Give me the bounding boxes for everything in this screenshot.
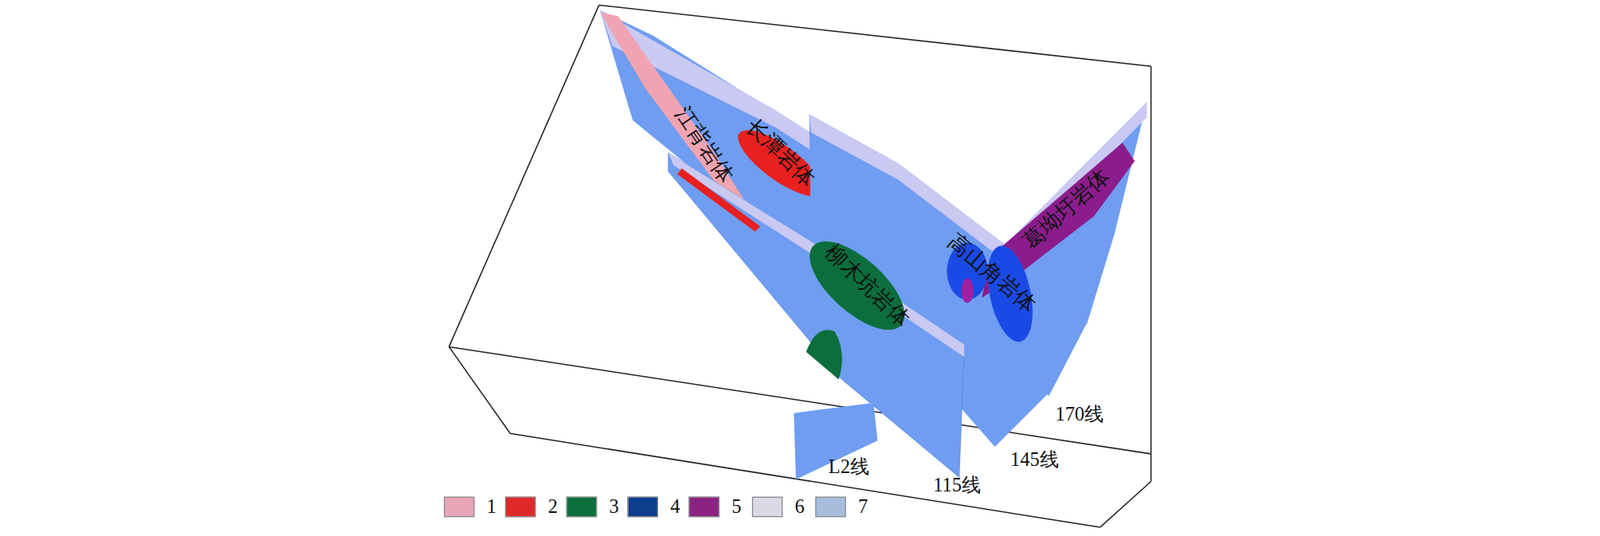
frame-edge bbox=[1099, 481, 1151, 528]
legend-swatch bbox=[752, 497, 783, 518]
gaoaoxu-body bbox=[960, 278, 973, 304]
legend-item: 5 bbox=[688, 495, 742, 518]
legend-number: 2 bbox=[548, 495, 558, 518]
section-line-label: 145线 bbox=[1010, 449, 1059, 469]
section-line-label: 170线 bbox=[1054, 404, 1104, 424]
frame-edge bbox=[1150, 66, 1153, 482]
legend-item: 7 bbox=[815, 495, 868, 518]
legend-item: 3 bbox=[566, 495, 620, 518]
legend-number: 5 bbox=[731, 495, 742, 518]
liumukeng-body bbox=[795, 226, 919, 346]
frame-edge bbox=[448, 346, 510, 434]
legend-number: 6 bbox=[795, 495, 805, 518]
section-plane bbox=[793, 403, 878, 480]
legend-number: 1 bbox=[486, 495, 497, 518]
plane-top-strip bbox=[668, 152, 965, 357]
frame-edge bbox=[448, 4, 599, 347]
liumukeng-body bbox=[806, 329, 843, 380]
legend-number: 3 bbox=[609, 495, 620, 518]
legend-swatch bbox=[688, 497, 719, 518]
section-line-label: 115线 bbox=[933, 474, 981, 495]
legend-item: 2 bbox=[505, 495, 558, 518]
legend-number: 4 bbox=[670, 495, 680, 518]
legend-swatch bbox=[627, 497, 659, 518]
legend-swatch bbox=[566, 497, 597, 518]
legend-number: 7 bbox=[858, 495, 868, 518]
plane-top-strip bbox=[809, 101, 1148, 262]
block-frame bbox=[448, 4, 1151, 528]
legend-item: 1 bbox=[443, 495, 497, 518]
section-line-label: L2线 bbox=[828, 456, 870, 476]
legend-swatch bbox=[443, 497, 475, 518]
legend-item: 4 bbox=[627, 495, 681, 518]
legend-swatch bbox=[505, 497, 536, 518]
legend-item: 6 bbox=[752, 495, 805, 518]
legend-swatch bbox=[815, 497, 846, 518]
